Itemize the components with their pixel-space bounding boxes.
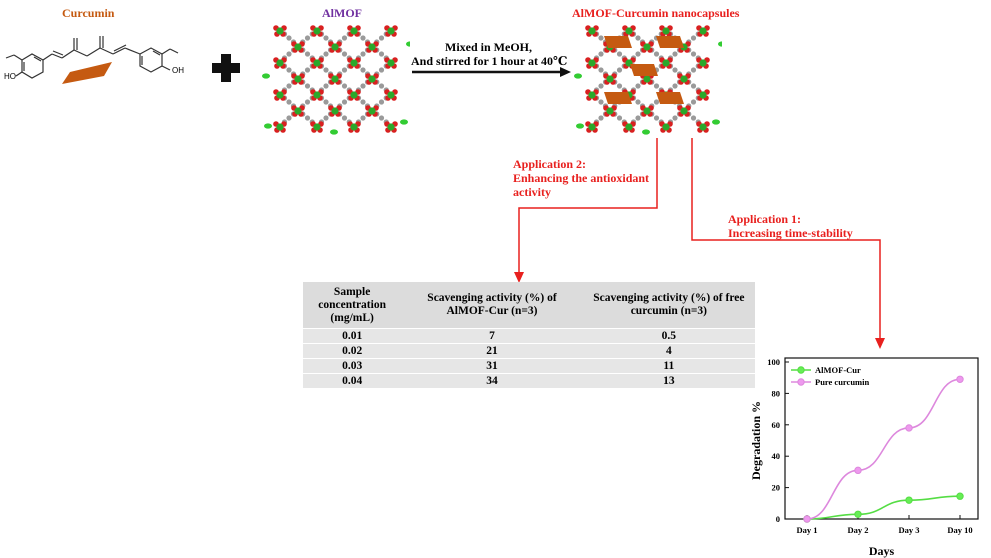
legend-swatch-marker (797, 366, 805, 374)
legend-swatch-marker (797, 378, 805, 386)
table-cell: 0.01 (303, 328, 402, 344)
data-point (905, 424, 913, 432)
x-tick-label: Day 10 (947, 525, 972, 535)
table-cell: 0.02 (303, 343, 402, 359)
x-axis-label: Days (869, 544, 895, 558)
x-tick-label: Day 2 (847, 525, 868, 535)
table-cell: 31 (401, 358, 583, 374)
data-point (956, 375, 964, 383)
legend-label: AlMOF-Cur (815, 365, 861, 375)
y-tick-label: 100 (767, 357, 780, 367)
scavenging-table: Sample concentration (mg/mL) Scavenging … (303, 282, 755, 388)
table-row: 0.02 21 4 (303, 343, 755, 359)
x-tick-label: Day 1 (796, 525, 817, 535)
process-line2: And stirred for 1 hour at 40℃ (411, 54, 568, 68)
curcumin-structure (5, 36, 179, 84)
table-cell: 11 (582, 358, 755, 374)
app2-label-line3: activity (513, 185, 551, 199)
plus-icon (212, 54, 240, 82)
table-header-almof-cur: Scavenging activity (%) of AlMOF-Cur (n=… (401, 282, 583, 329)
process-arrow (412, 67, 571, 77)
series-line-pure-curcumin (806, 378, 961, 520)
table-cell: 13 (582, 373, 755, 388)
app1-label-line1: Application 1: (728, 212, 802, 226)
app2-label-line2: Enhancing the antioxidant (513, 171, 650, 185)
series-line-almof-cur (806, 495, 961, 520)
y-tick-label: 0 (776, 514, 780, 524)
almof-lattice (262, 25, 410, 135)
table-header-concentration: Sample concentration (mg/mL) (303, 282, 402, 329)
plot-frame (784, 357, 979, 520)
process-line1: Mixed in MeOH, (445, 40, 532, 54)
table-cell: 21 (401, 343, 583, 359)
data-point (905, 496, 913, 504)
table-cell: 0.04 (303, 373, 402, 388)
table-header-row: Sample concentration (mg/mL) Scavenging … (303, 282, 755, 329)
table-row: 0.03 31 11 (303, 358, 755, 374)
table-cell: 4 (582, 343, 755, 359)
oh-right-label: OH (172, 66, 184, 75)
table-cell: 34 (401, 373, 583, 388)
data-point (803, 515, 811, 523)
table-cell: 7 (401, 328, 583, 344)
app1-label-line2: Increasing time-stability (728, 226, 853, 240)
table-cell: 0.03 (303, 358, 402, 374)
data-point (956, 492, 964, 500)
table-row: 0.04 34 13 (303, 373, 755, 388)
table-row: 0.01 7 0.5 (303, 328, 755, 344)
y-tick-label: 40 (772, 451, 781, 461)
app2-label-line1: Application 2: (513, 157, 587, 171)
y-tick-label: 60 (772, 420, 781, 430)
table-cell: 0.5 (582, 328, 755, 344)
y-tick-label: 20 (772, 483, 781, 493)
y-axis-label: Degradation % (749, 401, 763, 480)
curcumin-label: Curcumin (62, 6, 115, 20)
legend-label: Pure curcumin (815, 377, 869, 387)
y-tick-label: 80 (772, 388, 781, 398)
ho-left-label: HO (4, 72, 16, 81)
table-header-free-curcumin: Scavenging activity (%) of free curcumin… (582, 282, 755, 329)
nanocapsules-label: AlMOF-Curcumin nanocapsules (572, 6, 740, 20)
data-point (854, 466, 862, 475)
nanocapsule-lattice (574, 25, 722, 135)
data-point (854, 510, 862, 518)
x-tick-label: Day 3 (898, 525, 919, 535)
almof-label: AlMOF (322, 6, 362, 20)
